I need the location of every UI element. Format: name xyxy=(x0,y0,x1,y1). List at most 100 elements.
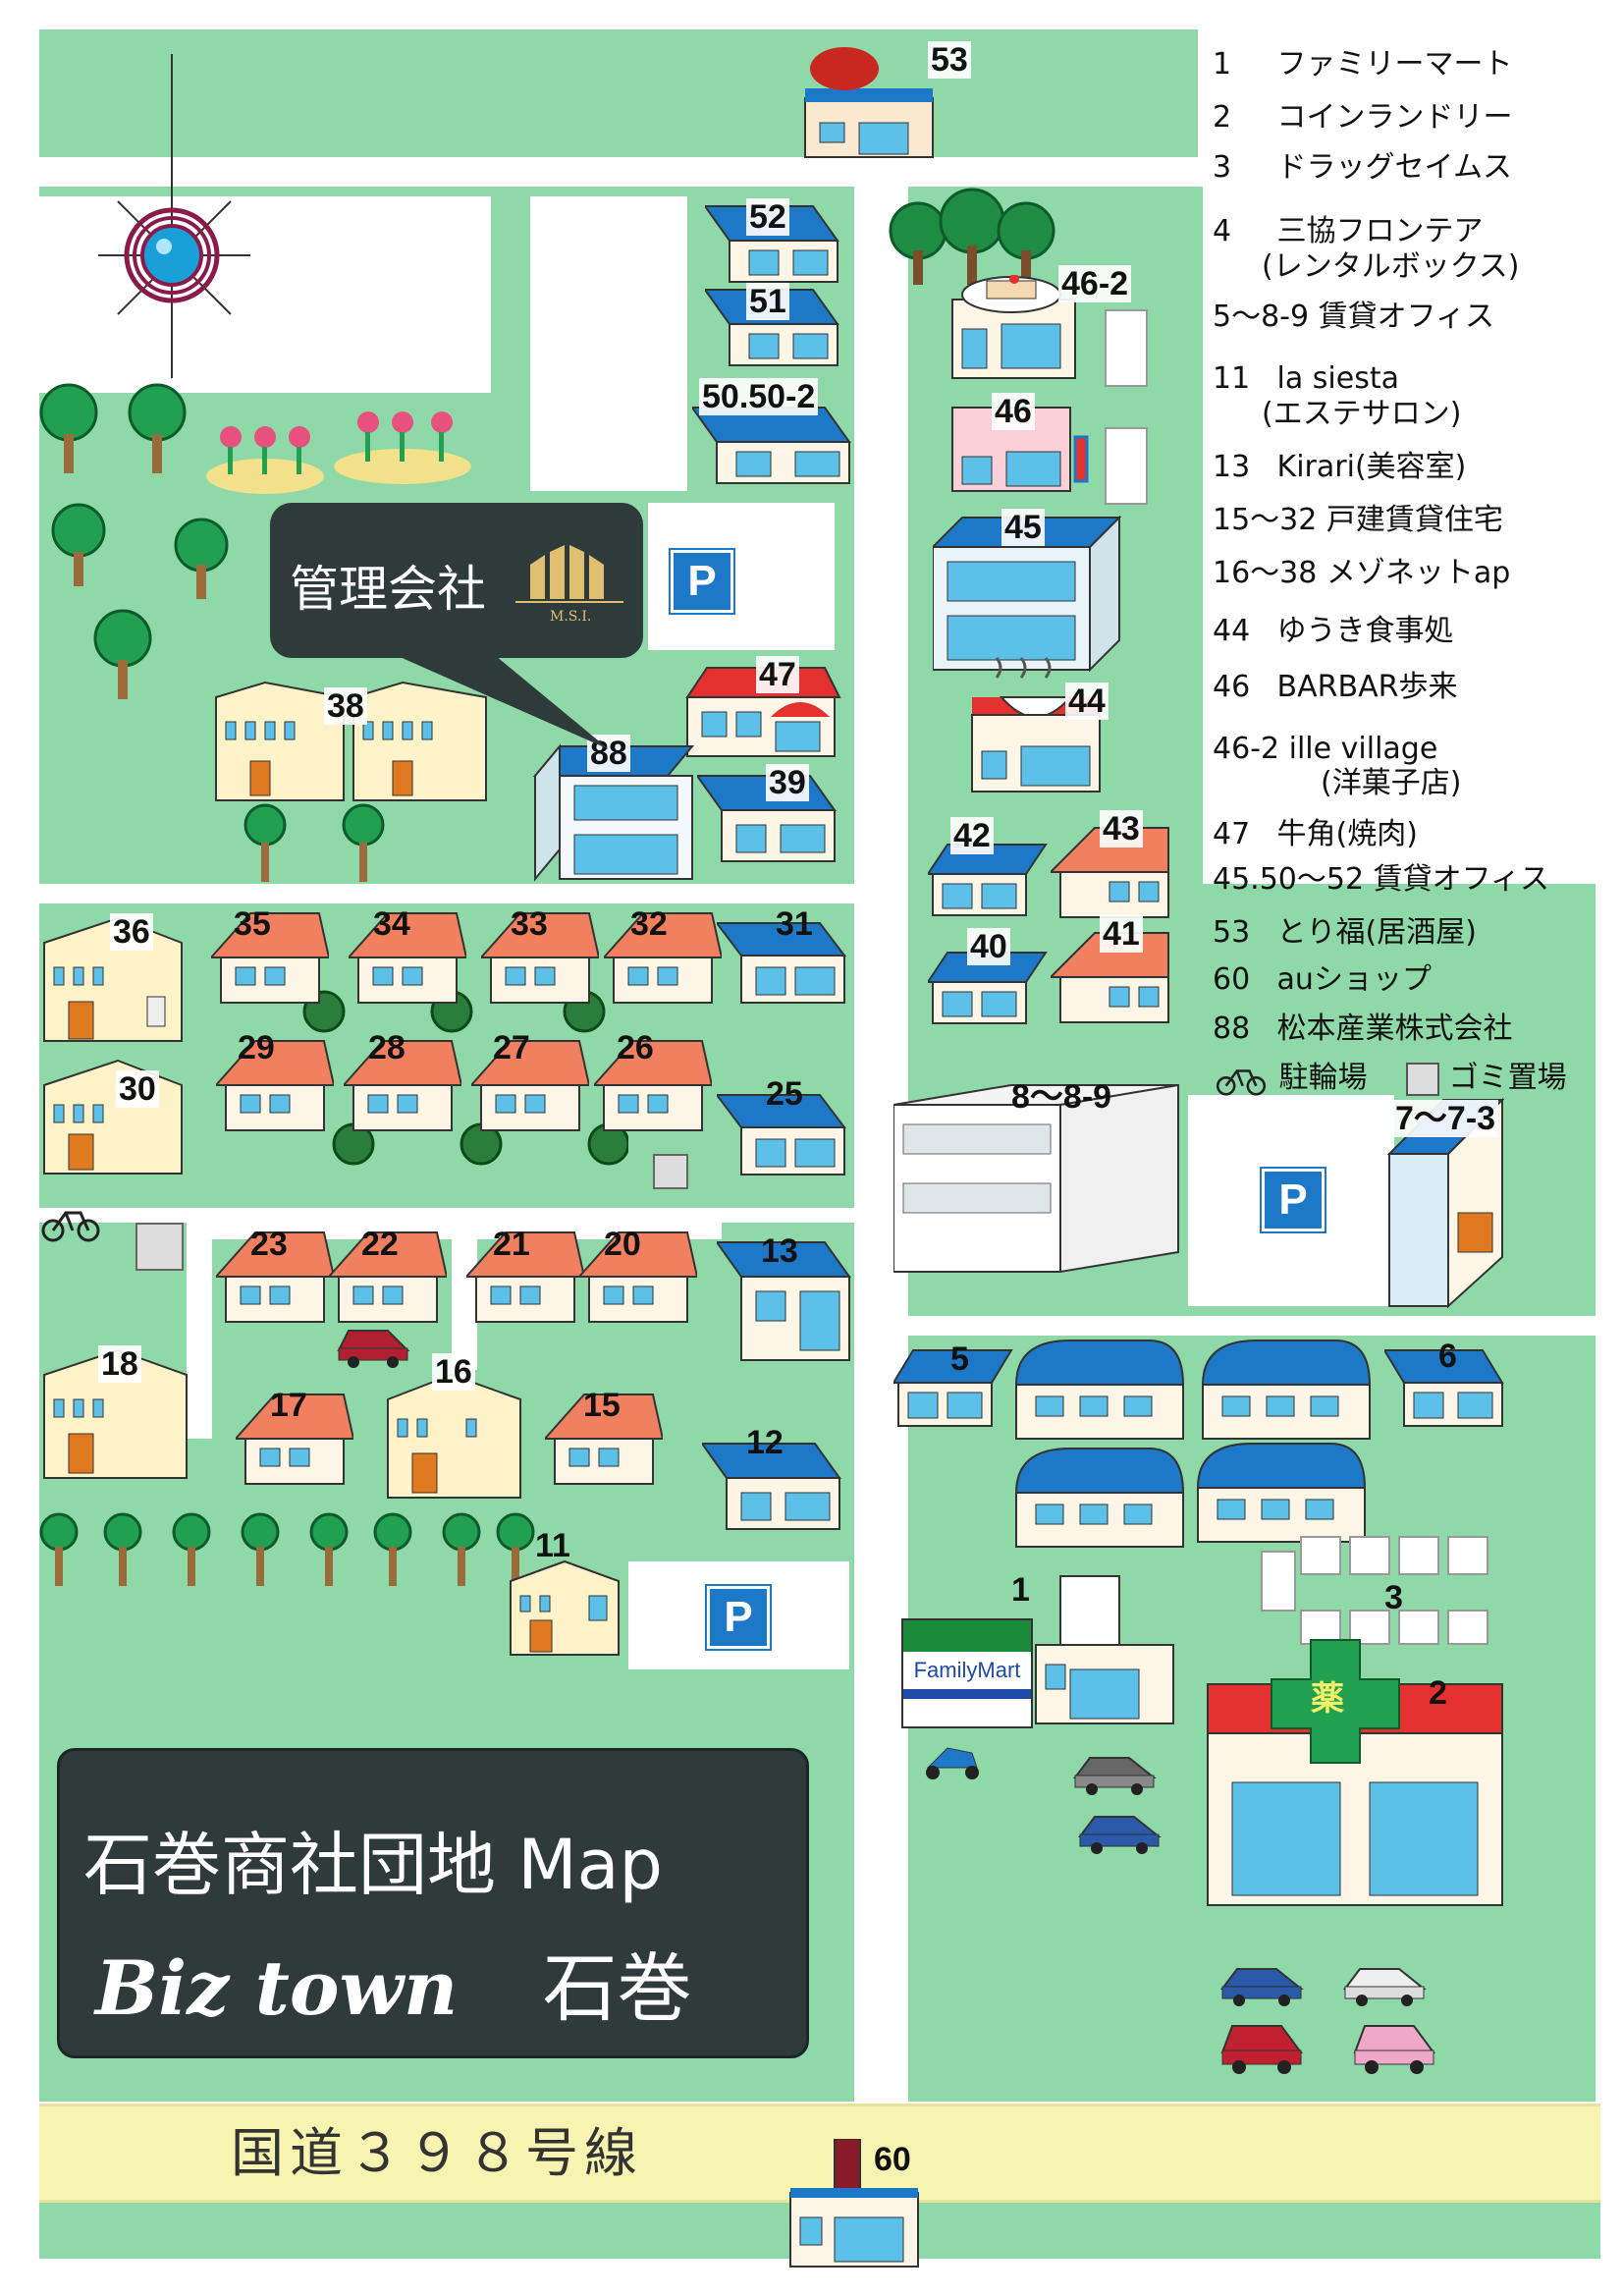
legend-item: 45.50～52 賃貸オフィス xyxy=(1213,862,1550,897)
building-53-icon xyxy=(804,47,934,158)
building-41-icon xyxy=(1051,932,1169,1023)
building-17-label: 17 xyxy=(270,1387,307,1424)
legend-item: 44 ゆうき食事処 xyxy=(1213,614,1454,648)
legend-item: 47 牛角(焼肉) xyxy=(1213,817,1418,851)
building-44-icon xyxy=(971,657,1101,793)
car-red-icon xyxy=(337,1330,410,1368)
legend-icons-row: 駐輪場 ゴミ置場 xyxy=(1213,1061,1567,1096)
tree-row-south-icon xyxy=(39,1512,535,1586)
building-52-label: 52 xyxy=(746,198,789,236)
building-26-icon xyxy=(594,1040,712,1131)
building-2-label: 2 xyxy=(1429,1674,1447,1712)
building-6-icon xyxy=(1384,1349,1504,1427)
building-40-icon xyxy=(928,952,1048,1024)
tree-group-center-icon xyxy=(243,803,385,882)
building-38-label: 38 xyxy=(324,687,367,725)
building-6-label: 6 xyxy=(1438,1338,1457,1375)
building-33-icon xyxy=(481,912,599,1004)
tree-group-north-east-icon xyxy=(889,188,1055,285)
building-21-icon xyxy=(466,1231,584,1323)
legend-item: 11 la siesta xyxy=(1213,361,1399,396)
legend-item: 53 とり福(居酒屋) xyxy=(1213,915,1477,950)
map-subtitle-jp: 石巻 xyxy=(542,1944,692,2032)
building-53-label: 53 xyxy=(928,41,971,79)
building-8-label: 8～8-9 xyxy=(1011,1078,1112,1116)
garbage-square-icon xyxy=(1406,1062,1440,1096)
building-33-label: 33 xyxy=(511,905,548,943)
building-17-icon xyxy=(236,1394,353,1485)
scooter-icon xyxy=(926,1747,979,1779)
building-28-label: 28 xyxy=(368,1029,406,1066)
building-34-icon xyxy=(349,912,466,1004)
building-5-label: 5 xyxy=(950,1340,969,1378)
familymart-sign: FamilyMart xyxy=(901,1618,1033,1728)
management-company-bubble: 管理会社 M.S.I. xyxy=(270,503,643,658)
msi-logo-icon xyxy=(515,545,623,603)
pharmacy-mark: 薬 xyxy=(1311,1679,1344,1719)
car-grey-icon xyxy=(1073,1757,1157,1795)
building-27-label: 27 xyxy=(493,1029,530,1066)
lot-behind-46 xyxy=(1105,427,1148,505)
flower-bed-icon xyxy=(206,411,471,494)
map-title: 石巻商社団地 Map xyxy=(83,1825,663,1905)
building-29-icon xyxy=(216,1040,334,1131)
map-subtitle: Biz town 石巻 xyxy=(95,1928,692,2036)
lot-behind-45 xyxy=(1105,309,1148,387)
building-45-label: 45 xyxy=(1001,509,1045,546)
vacant-lot-northwest xyxy=(39,196,491,393)
building-50-label: 50.50-2 xyxy=(699,378,819,415)
building-30-icon xyxy=(43,1059,183,1175)
building-11-icon xyxy=(510,1559,620,1656)
legend-item: 15～32 戸建賃貸住宅 xyxy=(1213,503,1503,537)
building-31-label: 31 xyxy=(776,905,813,943)
parking-icon-south: P xyxy=(707,1586,770,1649)
familymart-sign-text: FamilyMart xyxy=(913,1658,1021,1682)
building-1-label: 1 xyxy=(1011,1571,1030,1609)
building-23-label: 23 xyxy=(250,1226,288,1263)
building-35-icon xyxy=(211,912,329,1004)
route-398-label: 国道３９８号線 xyxy=(231,2122,643,2184)
building-32-icon xyxy=(604,912,722,1004)
road-west-vertical-2 xyxy=(452,1223,477,1370)
building-39-icon xyxy=(697,775,837,862)
building-12-icon xyxy=(702,1443,841,1530)
building-15-icon xyxy=(545,1394,663,1485)
legend-bicycle-label: 駐輪場 xyxy=(1278,1061,1368,1095)
building-18-label: 18 xyxy=(98,1345,141,1383)
building-31-icon xyxy=(717,922,847,1004)
building-60-label: 60 xyxy=(874,2141,911,2178)
office-vault-2-icon xyxy=(1201,1339,1372,1440)
building-60-icon xyxy=(789,2139,919,2268)
building-3-label: 3 xyxy=(1384,1579,1403,1616)
building-2-drugstore-icon xyxy=(1207,1639,1503,1906)
msi-logo-text: M.S.I. xyxy=(550,609,592,625)
building-16-label: 16 xyxy=(432,1353,475,1391)
office-vault-4-icon xyxy=(1196,1443,1367,1543)
legend-item: 4 三協フロンテア xyxy=(1213,214,1484,248)
building-36-label: 36 xyxy=(110,913,153,951)
bicycle-icon xyxy=(1216,1068,1267,1096)
building-35-label: 35 xyxy=(234,905,271,943)
building-25-icon xyxy=(717,1094,847,1175)
office-vault-1-icon xyxy=(1014,1339,1185,1440)
car-white-parked-icon xyxy=(1343,1968,1427,2006)
building-39-label: 39 xyxy=(766,764,809,801)
rental-boxes-icon xyxy=(1261,1536,1488,1645)
building-1-icon xyxy=(1035,1575,1174,1724)
building-13-icon xyxy=(717,1241,851,1361)
building-7-label: 7～7-3 xyxy=(1392,1100,1499,1137)
building-21-label: 21 xyxy=(493,1226,530,1263)
building-28-icon xyxy=(344,1040,461,1131)
building-52-icon xyxy=(705,205,839,283)
building-20-icon xyxy=(579,1231,697,1323)
legend-garbage-label: ゴミ置場 xyxy=(1448,1061,1567,1095)
legend-item: 46 BARBAR歩来 xyxy=(1213,670,1458,704)
car-blue-parked-icon xyxy=(1220,1968,1304,2006)
road-south-vertical xyxy=(854,1581,908,2102)
vacant-lot-north-center xyxy=(530,196,687,491)
building-18-icon xyxy=(43,1348,188,1479)
legend-item: 46-2 ille village xyxy=(1213,732,1438,766)
garbage-area-box-west xyxy=(135,1223,184,1271)
management-company-label: 管理会社 xyxy=(290,561,486,618)
building-30-label: 30 xyxy=(116,1070,159,1108)
